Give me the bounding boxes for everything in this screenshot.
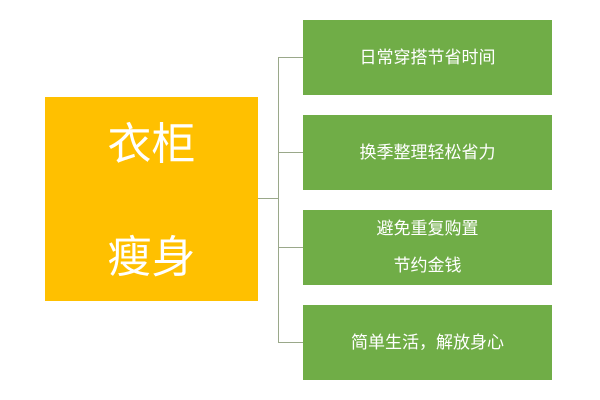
branch-label-line1: 避免重复购置 bbox=[376, 218, 479, 239]
branch-label: 简单生活，解放身心 bbox=[351, 332, 504, 353]
connector-branch-1 bbox=[278, 57, 303, 58]
root-label-line1: 衣柜 bbox=[107, 119, 196, 170]
branch-label-line2: 节约金钱 bbox=[393, 255, 462, 276]
root-node: 衣柜 瘦身 bbox=[45, 97, 258, 301]
connector-branch-3 bbox=[278, 247, 303, 248]
connector-branch-4 bbox=[278, 342, 303, 343]
branch-label: 换季整理轻松省力 bbox=[359, 142, 496, 163]
connector-branch-2 bbox=[278, 152, 303, 153]
root-label-line2: 瘦身 bbox=[107, 232, 196, 283]
connector-root bbox=[258, 198, 278, 199]
branch-node-3: 避免重复购置 节约金钱 bbox=[303, 210, 552, 285]
branch-node-2: 换季整理轻松省力 bbox=[303, 115, 552, 190]
branch-node-4: 简单生活，解放身心 bbox=[303, 305, 552, 380]
branch-node-1: 日常穿搭节省时间 bbox=[303, 20, 552, 95]
branch-label: 日常穿搭节省时间 bbox=[359, 47, 496, 68]
connector-trunk bbox=[278, 57, 279, 343]
